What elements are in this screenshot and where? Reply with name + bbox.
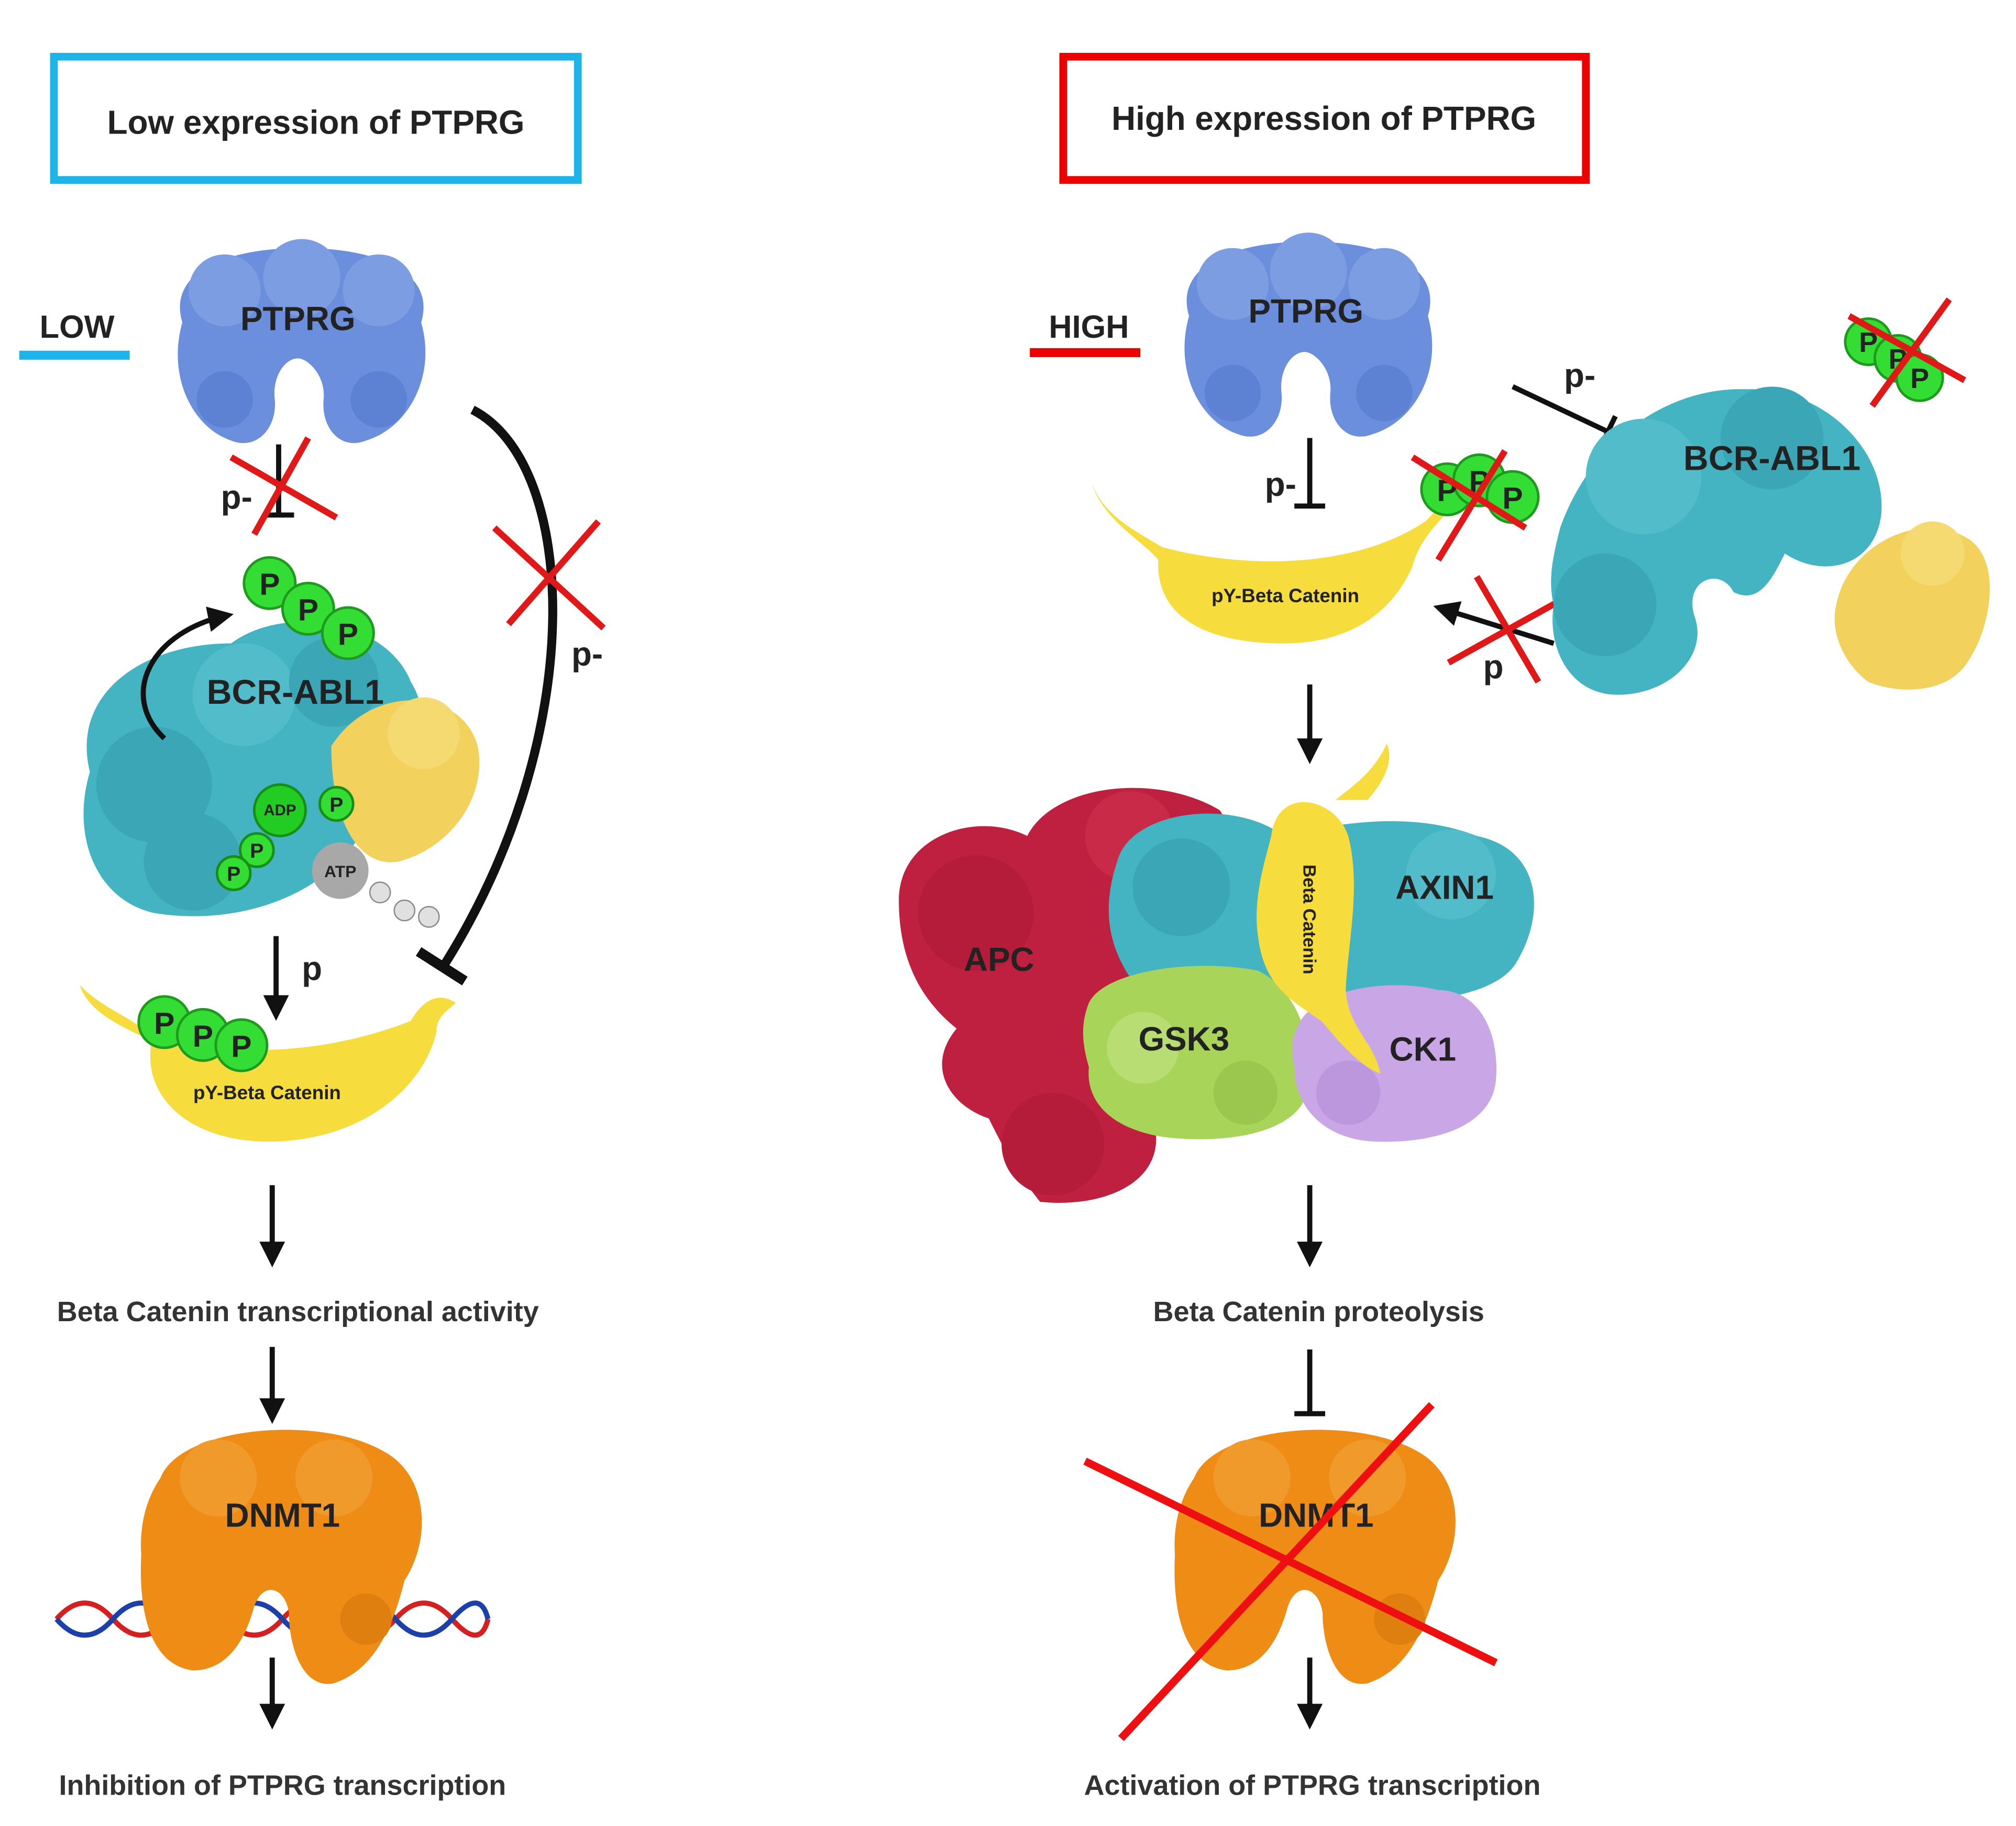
ptprg-label: PTPRG <box>1248 292 1363 330</box>
phospho-circle <box>318 785 355 822</box>
atp-molecule: ATP <box>312 842 440 928</box>
axin1-label: AXIN1 <box>1395 869 1494 906</box>
phospho-label: P <box>259 568 280 602</box>
blocked-x-mark <box>1447 575 1566 684</box>
beta-catenin-phospho-groups: P P P <box>137 995 269 1072</box>
left-title-box <box>50 52 582 184</box>
adp-label: ADP <box>263 802 296 819</box>
beta-catenin-right <box>1091 483 1458 644</box>
phospho-label: P <box>250 839 263 862</box>
p-minus-label: p- <box>221 478 252 516</box>
right-title-box <box>1059 52 1590 184</box>
apc-label: APC <box>964 940 1034 978</box>
adp-group: ADP P P P <box>215 783 355 891</box>
abl-cap-domain <box>1834 521 1990 690</box>
blocked-x-mark-dnmt1 <box>1083 1402 1498 1741</box>
phospho-circle <box>238 832 275 868</box>
bcr-abl1-phospho-groups: P P P <box>243 556 375 660</box>
p-minus-bcr-label: p- <box>1564 356 1595 394</box>
activation-result-text: Activation of PTPRG transcription <box>1084 1770 1541 1801</box>
beta-catenin-in-complex <box>1257 743 1390 1074</box>
phospho-circle <box>215 855 252 891</box>
p-arrow-label: p <box>1483 648 1504 685</box>
phospho-label: P <box>193 1019 213 1053</box>
p-minus-side-label: p- <box>571 635 603 672</box>
autophospho-arrow <box>140 606 234 740</box>
blocked-x-mark <box>229 436 338 536</box>
gsk3-protein <box>1083 966 1309 1139</box>
phospho-label: P <box>154 1006 174 1041</box>
blocked-x-mark <box>1411 449 1527 562</box>
low-level-underline <box>19 350 130 360</box>
gsk3-label: GSK3 <box>1139 1020 1230 1058</box>
dnmt1-protein-left <box>140 1430 422 1684</box>
phospho-circle <box>214 1018 269 1072</box>
ck1-label: CK1 <box>1390 1030 1456 1068</box>
left-title: Low expression of PTPRG <box>107 103 525 141</box>
dnmt1-label-left: DNMT1 <box>225 1496 340 1534</box>
phospho-circle <box>321 606 375 660</box>
dnmt1-protein-right <box>1174 1430 1456 1684</box>
phospho-label: P <box>231 1030 251 1064</box>
phospho-label: P <box>1910 363 1929 394</box>
inhibition-result-text: Inhibition of PTPRG transcription <box>59 1770 506 1801</box>
atp-label: ATP <box>324 862 356 881</box>
beta-catenin-activity-text: Beta Catenin transcriptional activity <box>57 1296 539 1327</box>
high-level-label: HIGH <box>1049 309 1129 345</box>
ptprg-label: PTPRG <box>240 300 356 337</box>
blocked-x-mark <box>492 519 606 630</box>
bcr-abl1-label: BCR-ABL1 <box>1683 439 1860 478</box>
beta-catenin-label: pY-Beta Catenin <box>193 1082 341 1103</box>
inhibit-line-bcr <box>1511 384 1609 434</box>
beta-catenin-left <box>79 984 456 1142</box>
high-level-underline <box>1030 348 1141 357</box>
phospho-circle <box>243 556 297 610</box>
bcr-abl1-protein <box>1551 386 1882 695</box>
p-minus-label: p- <box>1265 466 1296 503</box>
beta-catenin-proteolysis-text: Beta Catenin proteolysis <box>1153 1296 1484 1327</box>
inhibit-arc-bar <box>415 947 468 986</box>
phospho-label: P <box>338 617 358 651</box>
bcr-abl1-label: BCR-ABL1 <box>207 673 384 712</box>
beta-catenin-label: pY-Beta Catenin <box>1211 585 1359 606</box>
beta-catenin-vertical-label: Beta Catenin <box>1299 865 1319 975</box>
abl-cap-domain <box>331 697 480 862</box>
phospho-circle <box>281 581 335 636</box>
right-panel: High expression of PTPRG HIGH PTPRG p- p… <box>899 52 1990 1801</box>
phospho-label: P <box>1502 481 1523 515</box>
phospho-label: P <box>227 862 240 886</box>
phospho-label: P <box>298 593 318 627</box>
phospho-label: P <box>329 793 343 816</box>
ptprg-protein <box>178 239 426 444</box>
low-level-label: LOW <box>40 309 115 345</box>
ptprg-protein <box>1184 233 1433 437</box>
blocked-x-mark <box>1847 297 1966 408</box>
dna-helix <box>54 1600 491 1638</box>
right-title: High expression of PTPRG <box>1111 99 1536 137</box>
inhibit-arc-left <box>439 405 557 970</box>
p-arrow-label: p <box>302 949 322 987</box>
left-panel: Low expression of PTPRG LOW PTPRG p- p- <box>19 52 606 1801</box>
blocked-phospho-arrow <box>1433 601 1555 646</box>
